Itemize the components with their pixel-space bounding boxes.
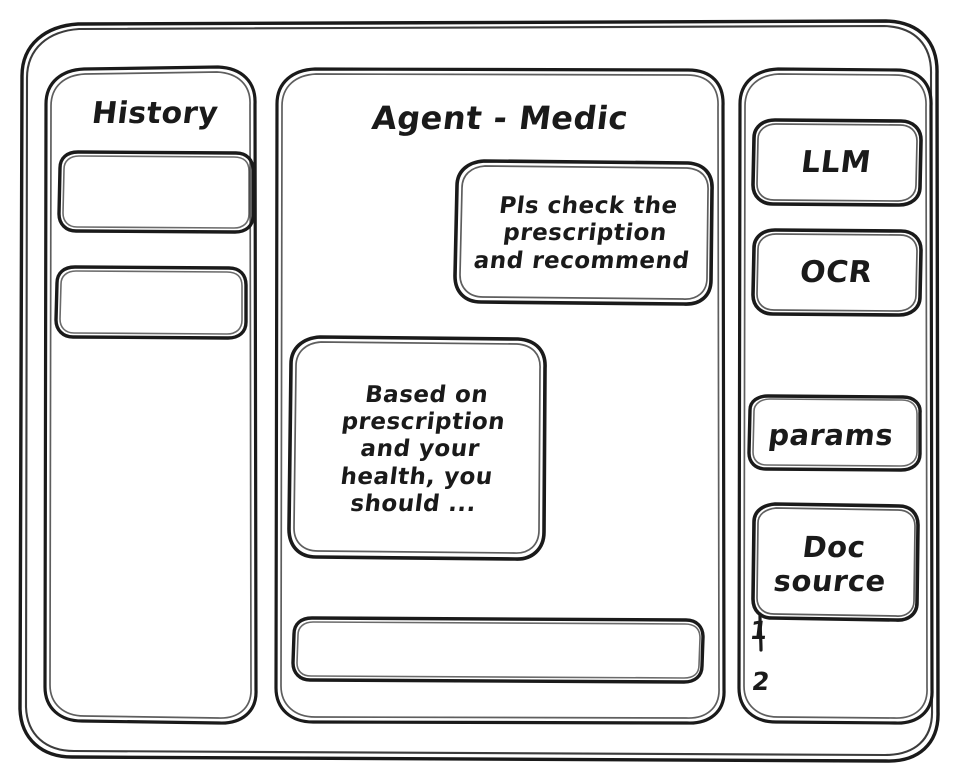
- history-item-2-outline: [54, 265, 248, 340]
- doc-source-item-2[interactable]: 2: [750, 667, 772, 697]
- history-panel-outline: [43, 65, 258, 725]
- tool-ocr-outline: [751, 228, 923, 317]
- history-panel-title: History: [89, 96, 221, 132]
- tool-doc-source-button[interactable]: [752, 504, 914, 622]
- user-bubble-outline: [453, 159, 714, 306]
- user-message-bubble: [455, 160, 711, 306]
- composer-outline: [291, 616, 705, 684]
- tools-panel-outline: [737, 67, 934, 725]
- tool-ocr-button[interactable]: [752, 230, 920, 316]
- message-input[interactable]: [292, 616, 702, 684]
- history-item-1-outline: [57, 150, 255, 234]
- tool-doc-source-outline: [751, 502, 920, 622]
- doc-source-connector: [758, 612, 763, 652]
- history-item-2[interactable]: [55, 266, 245, 340]
- assistant-bubble-outline: [287, 335, 547, 561]
- tool-llm-button[interactable]: [752, 120, 920, 206]
- chat-panel-outline: [274, 67, 726, 725]
- page-title: Agent - Medic: [369, 99, 631, 138]
- assistant-message-bubble: [288, 336, 546, 564]
- tool-params-outline: [747, 394, 922, 472]
- history-item-1[interactable]: [58, 152, 254, 232]
- tool-llm-outline: [751, 118, 923, 207]
- tool-params-button[interactable]: [748, 396, 914, 470]
